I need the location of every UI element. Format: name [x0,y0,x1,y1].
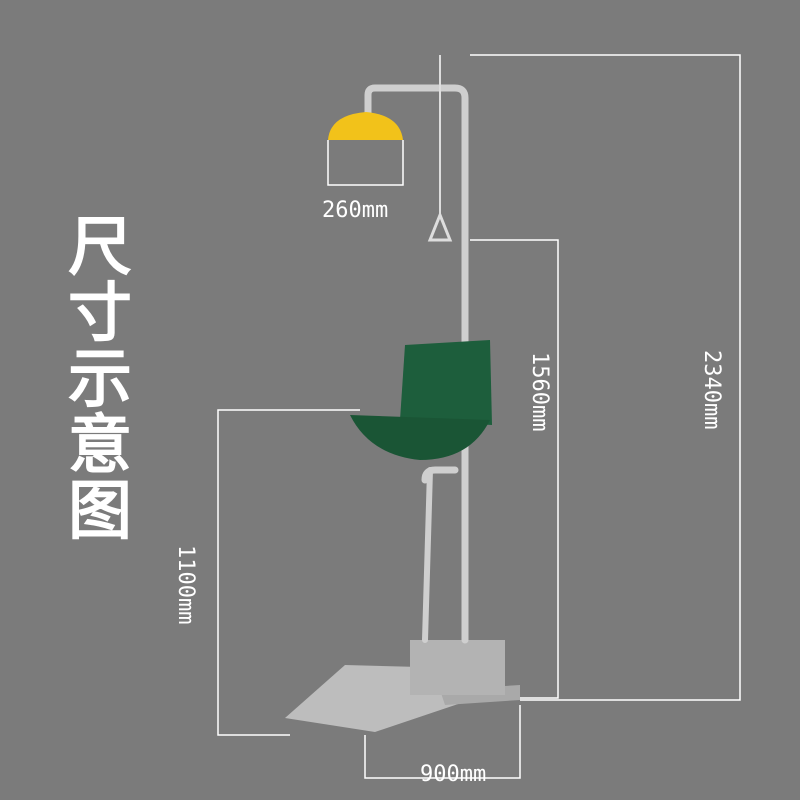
base-box [410,640,505,695]
dim-label-1100: 1100mm [173,545,198,625]
steel-pipes [364,84,469,644]
diagram-title: 尺 寸 示 意 图 [62,215,138,545]
title-char: 寸 [68,277,132,351]
dim-label-260: 260mm [322,198,389,223]
dim-label-900: 900mm [420,762,487,787]
eyewash-bowl [350,415,490,460]
dim-line-2340 [470,54,741,701]
shower-head [328,112,403,140]
dimension-lines [217,54,741,779]
dim-line-260 [327,140,404,186]
title-char: 示 [68,343,132,417]
eyewash-cover [400,340,492,425]
dim-line-1560 [470,239,559,699]
title-char: 尺 [68,211,132,285]
dim-label-1560: 1560mm [527,352,552,432]
dim-line-900 [364,705,521,779]
title-char: 意 [68,409,132,483]
dim-label-2340: 2340mm [699,350,724,430]
dim-line-1100 [217,409,360,736]
pull-handle [427,210,453,242]
title-char: 图 [68,475,132,549]
